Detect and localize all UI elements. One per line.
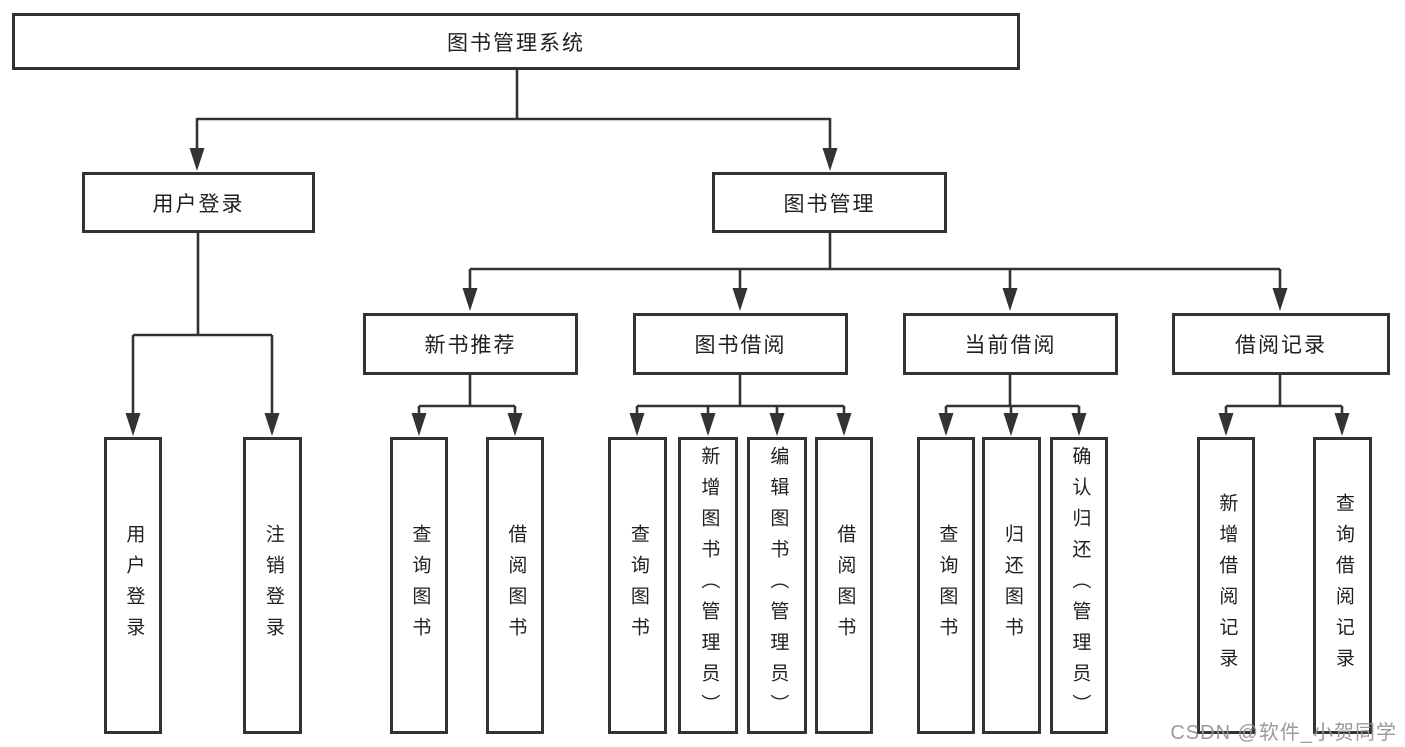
leaf-query-borrow-record: 查询借阅记录 <box>1313 437 1372 734</box>
leaf-label: 用户登录 <box>123 523 145 648</box>
leaf-label: 查询图书 <box>936 523 958 648</box>
arrowhead-icon <box>462 288 478 311</box>
leaf-label: 查询图书 <box>409 523 431 648</box>
leaf-label: 查询借阅记录 <box>1332 492 1354 679</box>
leaf-borrow-books-recommend: 借阅图书 <box>486 437 544 734</box>
leaf-label: 注销登录 <box>262 523 284 648</box>
arrowhead-icon <box>1071 413 1087 436</box>
arrowhead-icon <box>732 288 748 311</box>
arrowhead-icon <box>507 413 523 436</box>
leaf-query-books-recommend: 查询图书 <box>390 437 448 734</box>
arrowhead-icon <box>836 413 852 436</box>
leaf-logout: 注销登录 <box>243 437 302 734</box>
node-new-book-recommendation: 新书推荐 <box>363 313 578 375</box>
arrowhead-icon <box>125 413 141 436</box>
leaf-query-books-current: 查询图书 <box>917 437 975 734</box>
leaf-label: 新增图书（管理员） <box>698 446 720 725</box>
arrowhead-icon <box>264 413 280 436</box>
leaf-edit-book-admin: 编辑图书（管理员） <box>747 437 807 734</box>
arrowhead-icon <box>1218 413 1234 436</box>
node-current-borrowing: 当前借阅 <box>903 313 1118 375</box>
leaf-query-books-borrowing: 查询图书 <box>608 437 667 734</box>
node-book-management: 图书管理 <box>712 172 947 233</box>
leaf-label: 借阅图书 <box>505 523 527 648</box>
arrowhead-icon <box>411 413 427 436</box>
watermark: CSDN @软件_小贺同学 <box>1170 722 1397 744</box>
leaf-label: 查询图书 <box>627 523 649 648</box>
arrowhead-icon <box>1334 413 1350 436</box>
node-system-root: 图书管理系统 <box>12 13 1020 70</box>
leaf-label: 编辑图书（管理员） <box>767 446 789 725</box>
leaf-label: 新增借阅记录 <box>1216 492 1238 679</box>
arrowhead-icon <box>822 148 838 171</box>
leaf-add-book-admin: 新增图书（管理员） <box>678 437 738 734</box>
arrowhead-icon <box>938 413 954 436</box>
arrowhead-icon <box>189 148 205 171</box>
leaf-borrow-books-borrowing: 借阅图书 <box>815 437 873 734</box>
node-borrowing-records: 借阅记录 <box>1172 313 1390 375</box>
node-book-borrowing: 图书借阅 <box>633 313 848 375</box>
leaf-label: 确认归还（管理员） <box>1069 446 1091 725</box>
leaf-user-login: 用户登录 <box>104 437 162 734</box>
leaf-confirm-return-admin: 确认归还（管理员） <box>1050 437 1108 734</box>
leaf-label: 借阅图书 <box>834 523 856 648</box>
arrowhead-icons <box>125 148 1350 436</box>
leaf-add-borrow-record: 新增借阅记录 <box>1197 437 1255 734</box>
leaf-return-book: 归还图书 <box>982 437 1041 734</box>
arrowhead-icon <box>1002 288 1018 311</box>
node-user-login: 用户登录 <box>82 172 315 233</box>
leaf-label: 归还图书 <box>1001 523 1023 648</box>
arrowhead-icon <box>700 413 716 436</box>
tree-edges <box>131 70 1344 416</box>
arrowhead-icon <box>629 413 645 436</box>
arrowhead-icon <box>1272 288 1288 311</box>
arrowhead-icon <box>1003 413 1019 436</box>
arrowhead-icon <box>769 413 785 436</box>
